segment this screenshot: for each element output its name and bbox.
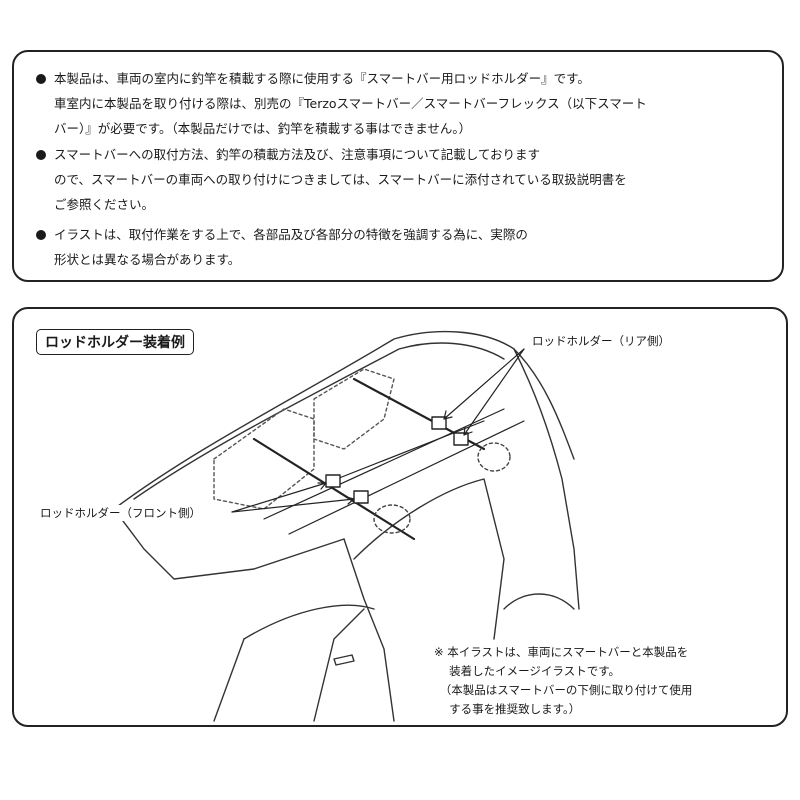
illustration-note: ※ 本イラストは、車両にスマートバーと本製品を 装着したイメージイラストです。 … [434,643,692,719]
smart-bars [252,377,486,541]
car-side-line [243,604,375,640]
car-wheel-arch [503,593,575,610]
car-door-line [313,608,365,722]
bullet-icon [36,74,46,84]
rear-leader-lines [443,348,525,436]
fishing-rods [263,408,525,535]
note-line: 形状とは異なる場合があります。 [54,252,241,267]
illustration-title: ロッドホルダー装着例 [36,329,194,355]
note-line: ご参照ください。 [54,197,155,212]
car-roof-inner [133,342,505,500]
car-door-window [353,478,505,640]
front-holder-label: ロッドホルダー（フロント側） [40,505,201,521]
bullet-icon [36,150,46,160]
rod-holders [325,416,469,504]
note-1: 本製品は、車両の室内に釣竿を積載する際に使用する『スマートバー用ロッドホルダー』… [36,66,776,141]
rear-holder-label: ロッドホルダー（リア側） [532,333,670,349]
car-body-left [113,508,345,580]
note-2: スマートバーへの取付方法、釣竿の積載方法及び、注意事項について記載しております … [36,142,776,217]
illustration-note-line: する事を推奨致します。） [434,702,581,716]
car-handle [333,654,355,666]
illustration-panel: ロッドホルダー装着例 ロッドホルダー（リア側） ロッドホルダー（フロント側） ※… [12,307,788,727]
note-line: イラストは、取付作業をする上で、各部品及び各部分の特徴を強調する為に、実際の [54,227,528,242]
car-rear-edge [513,348,580,610]
note-line: 車室内に本製品を取り付ける際は、別売の『Terzoスマートバー／スマートバーフレ… [54,96,647,111]
note-3: イラストは、取付作業をする上で、各部品及び各部分の特徴を強調する為に、実際の 形… [36,222,776,272]
note-line: 本製品は、車両の室内に釣竿を積載する際に使用する『スマートバー用ロッドホルダー』… [54,71,590,86]
illustration-note-line: ※ 本イラストは、車両にスマートバーと本製品を [434,645,689,659]
car-illustration [113,330,580,722]
seat-outlines [213,368,395,510]
note-line: スマートバーへの取付方法、釣竿の積載方法及び、注意事項について記載しております [54,147,541,162]
car-lower-body [213,638,245,722]
attachment-circles [373,442,511,534]
car-pillar [343,538,395,722]
note-line: ので、スマートバーの車両への取り付けにつきましては、スマートバーに添付されている… [54,172,627,187]
bullet-icon [36,230,46,240]
note-line: バー）』が必要です。（本製品だけでは、釣竿を積載する事はできません。） [54,121,472,136]
car-roof-outline [113,330,575,510]
notes-panel: 本製品は、車両の室内に釣竿を積載する際に使用する『スマートバー用ロッドホルダー』… [12,50,784,282]
front-leader-lines [231,482,355,513]
illustration-note-line: 装着したイメージイラストです。 [434,664,621,678]
illustration-note-line: （本製品はスマートバーの下側に取り付けて使用 [434,683,693,697]
